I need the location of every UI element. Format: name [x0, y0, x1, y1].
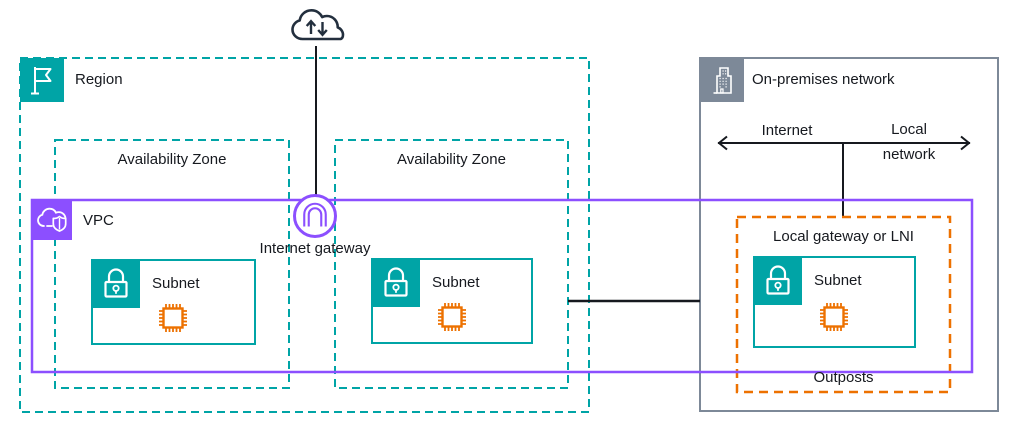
arrowhead-left [717, 135, 728, 151]
internet-gateway-label: Internet gateway [259, 240, 371, 257]
availability-zone-2-border [334, 139, 569, 389]
vpc-shield-cloud-icon [32, 200, 72, 240]
internet-link-label: Internet [761, 122, 813, 139]
subnet-2-label: Subnet [432, 274, 480, 291]
subnet-3-label: Subnet [814, 272, 862, 289]
instance-chip-icon [436, 301, 468, 333]
local-gateway-label: Local gateway or LNI [773, 228, 914, 245]
vpc-label: VPC [83, 212, 114, 229]
on-premises-border [699, 57, 999, 412]
instance-chip-icon [818, 301, 850, 333]
arrowhead-right [960, 135, 971, 151]
on-premises-building-icon [700, 58, 744, 102]
outposts-border [735, 215, 952, 394]
instance-chip-icon [157, 302, 189, 334]
region-flag-icon [20, 58, 64, 102]
private-subnet-lock-icon [370, 257, 422, 309]
availability-zone-2-label: Availability Zone [397, 151, 506, 168]
private-subnet-lock-icon [90, 258, 142, 310]
local-network-label-line1: Local [891, 121, 927, 138]
internet-gateway-icon [293, 194, 337, 238]
internet-cloud-icon [291, 9, 345, 41]
subnet-1-label: Subnet [152, 275, 200, 292]
region-label: Region [75, 71, 123, 88]
outposts-label: Outposts [813, 369, 874, 386]
local-network-label-line2: network [882, 146, 936, 163]
vpc-border [30, 198, 974, 374]
availability-zone-1-border [54, 139, 290, 389]
private-subnet-lock-icon [752, 255, 804, 307]
on-premises-label: On-premises network [752, 71, 895, 88]
region-border [19, 57, 590, 413]
availability-zone-1-label: Availability Zone [117, 151, 227, 168]
